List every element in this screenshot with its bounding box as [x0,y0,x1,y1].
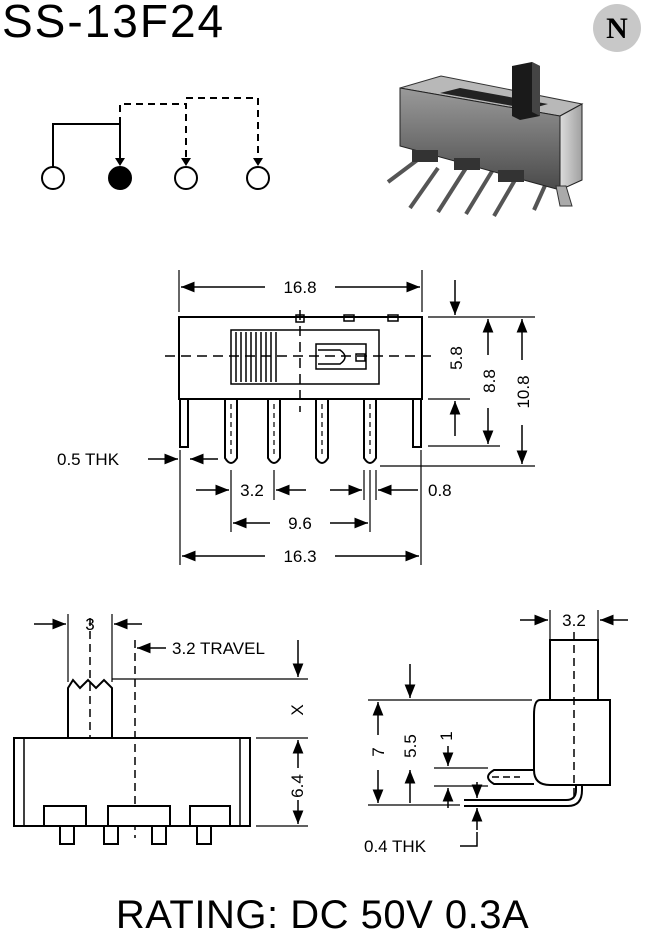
dim-overall-length: 16.8 [283,278,316,297]
dim-side-height: 7 [369,747,388,756]
dim-side-pin-gap: 1 [437,731,456,740]
dim-actuator-height: X [288,704,307,715]
dim-pin-span: 16.3 [283,547,316,566]
svg-text:N: N [606,12,628,45]
n-logo-icon: N [593,4,641,52]
dim-mount-pitch: 9.6 [288,514,312,533]
switch-photo [386,62,584,218]
dim-travel: 3.2 TRAVEL [172,639,265,658]
side-view-right [368,610,628,847]
front-view-labels: 16.8 16.3 9.6 3.2 0.8 0.5 THK 5.8 8.8 10… [57,278,533,566]
rating-text: RATING: DC 50V 0.3A [115,893,530,937]
front-view [148,270,535,565]
side-view-left [13,614,308,845]
dim-pin-thickness: 0.4 THK [364,837,427,856]
dim-frame-thickness: 0.5 THK [57,450,120,469]
dim-pin-width: 0.8 [428,481,452,500]
dim-total-height: 10.8 [514,375,533,408]
circuit-schematic [41,97,270,190]
dim-side-actuator-width: 3.2 [562,611,586,630]
dim-body-height: 5.8 [447,346,466,370]
side-view-left-labels: 3 3.2 TRAVEL X 6.4 [85,615,307,798]
dim-pin-pitch: 3.2 [240,481,264,500]
dim-side-pin-offset: 5.5 [401,734,420,758]
dim-side-body-height: 6.4 [288,774,307,798]
part-number-title: SS-13F24 [2,0,226,47]
dim-actuator-width: 3 [85,615,94,634]
side-view-right-labels: 3.2 7 5.5 1 0.4 THK [364,611,586,856]
dim-pin-height: 8.8 [480,369,499,393]
